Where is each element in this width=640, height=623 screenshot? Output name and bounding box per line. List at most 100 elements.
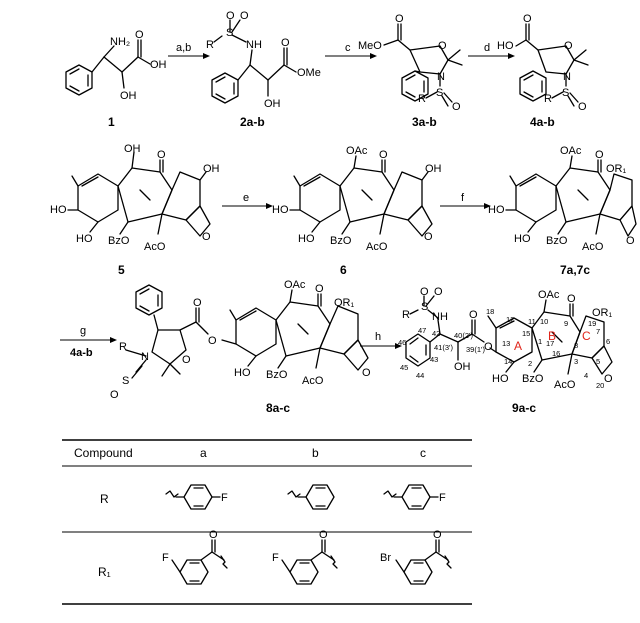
c1-ho-label: HO <box>298 233 315 245</box>
pos-16: 16 <box>552 349 560 358</box>
sulfur-label: S <box>226 27 233 39</box>
reagent-g-substrate: 4a-b <box>70 347 93 359</box>
carbonyl-o-label: O <box>135 29 144 41</box>
arrow-h: h <box>360 331 402 349</box>
c7-or1-label: OR₁ <box>334 297 355 309</box>
r-group-label: R <box>119 341 127 353</box>
pos-12: 12 <box>506 315 514 324</box>
ome-label: OMe <box>297 67 321 79</box>
compound-7-label: 7a,7c <box>560 263 590 277</box>
oxetane-o-label: O <box>424 231 433 243</box>
compound-6: OAc O OH HO HO BzO AcO O 6 <box>272 145 442 277</box>
ring-c-label: C <box>582 329 591 343</box>
c13-ho-label: HO <box>488 204 505 216</box>
c7-oh-label: OH <box>203 163 220 175</box>
r-group-label: R <box>206 39 214 51</box>
pos-1: 1 <box>538 337 542 346</box>
compound-1: NH₂ O OH OH 1 <box>65 29 167 129</box>
acid-oh-label: OH <box>150 59 167 71</box>
c10-oac-label: OAc <box>284 279 306 291</box>
acid-ho-label: HO <box>497 40 514 52</box>
aco-label: AcO <box>302 375 324 387</box>
bzo-label: BzO <box>266 369 288 381</box>
compound-3: MeO O O N S R O 3a-b <box>358 13 463 129</box>
row-r1-label: R₁ <box>98 565 111 579</box>
sulfur-label: S <box>562 87 569 99</box>
pos-13: 13 <box>502 339 510 348</box>
compound-6-label: 6 <box>340 263 347 277</box>
ring-a-label: A <box>514 339 522 353</box>
hydroxyl-label: OH <box>264 98 281 110</box>
c10-oac-label: OAc <box>560 145 582 157</box>
bromo-label: Br <box>380 552 391 564</box>
arrow-e: e <box>222 192 273 209</box>
pos-11: 11 <box>528 317 536 326</box>
oxetane-o-label: O <box>604 373 613 385</box>
sulfonyl-o2: O <box>434 286 443 298</box>
aco-label: AcO <box>144 241 166 253</box>
pos-3: 3 <box>574 357 578 366</box>
ester-link-o-label: O <box>484 341 493 353</box>
pos-42: 42 <box>432 329 440 338</box>
aco-label: AcO <box>582 241 604 253</box>
hydroxyl-label: OH <box>120 90 137 102</box>
c13-ho-label: HO <box>50 204 67 216</box>
pos-19: 19 <box>588 319 596 328</box>
ester-o-label: O <box>193 297 202 309</box>
c1-ho-label: HO <box>492 373 509 385</box>
reagent-g: g <box>80 325 86 337</box>
c10-oac-label: OAc <box>538 289 560 301</box>
oxetane-o-label: O <box>202 231 211 243</box>
bzo-label: BzO <box>522 373 544 385</box>
c10-oac-label: OAc <box>346 145 368 157</box>
compound-2: S O O R NH O OMe OH 2a-b <box>206 10 321 129</box>
pos-15: 15 <box>522 329 530 338</box>
arrow-f: f <box>440 192 491 209</box>
compound-8: O O O N R S O OAc O OR₁ HO BzO AcO O 8a-… <box>110 279 371 415</box>
r-group-label: R <box>544 93 552 105</box>
pos-14: 14 <box>504 357 512 366</box>
header-c: c <box>420 446 426 460</box>
nh-label: NH <box>432 311 448 323</box>
ring-o-label: O <box>438 40 447 52</box>
fluoro-label: F <box>439 492 446 504</box>
compound-9: S O O R NH O O OH OAc O OR₁ HO BzO AcO O… <box>398 286 613 415</box>
compound-9-label: 9a-c <box>512 401 536 415</box>
r1-a-structure: F O <box>162 529 228 585</box>
nh-label: NH <box>246 39 262 51</box>
c9-o-label: O <box>315 283 324 295</box>
ring-b-label: B <box>548 329 556 343</box>
compound-7: OAc O OR₁ HO HO BzO AcO O 7a,7c <box>488 145 637 277</box>
fluoro-label: F <box>272 552 279 564</box>
pos-4: 4 <box>584 371 588 380</box>
r-group-label: R <box>402 309 410 321</box>
compound-8-label: 8a-c <box>266 401 290 415</box>
reagent-d: d <box>484 42 490 54</box>
pos-6: 6 <box>606 337 610 346</box>
pos-46: 46 <box>398 338 406 347</box>
arrow-g: g 4a-b <box>60 325 117 359</box>
sulfonyl-o2: O <box>240 10 249 22</box>
ester-link-o-label: O <box>208 335 217 347</box>
reagent-e: e <box>243 192 249 204</box>
pos-18: 18 <box>486 307 494 316</box>
compound-5: OH O OH HO HO BzO AcO O 5 <box>50 143 220 277</box>
pos-17: 17 <box>546 339 554 348</box>
pos-45: 45 <box>400 363 408 372</box>
compound-5-label: 5 <box>118 263 125 277</box>
nh2-label: NH₂ <box>110 36 130 48</box>
arrow-ab: a,b <box>168 42 210 59</box>
c7-oh-label: OH <box>425 163 442 175</box>
ester-o-label: O <box>395 13 404 25</box>
r1-b-structure: F O <box>272 529 338 585</box>
reagent-h: h <box>375 331 381 343</box>
oxetane-o-label: O <box>626 235 635 247</box>
pos-39: 39(1') <box>466 345 485 354</box>
compound-4: HO O O N S R O 4a-b <box>497 13 589 129</box>
r1-c-structure: Br O <box>380 529 452 585</box>
sulfur-label: S <box>436 87 443 99</box>
pos-7: 7 <box>596 327 600 336</box>
compound-3-label: 3a-b <box>412 115 437 129</box>
c1-ho-label: HO <box>514 233 531 245</box>
